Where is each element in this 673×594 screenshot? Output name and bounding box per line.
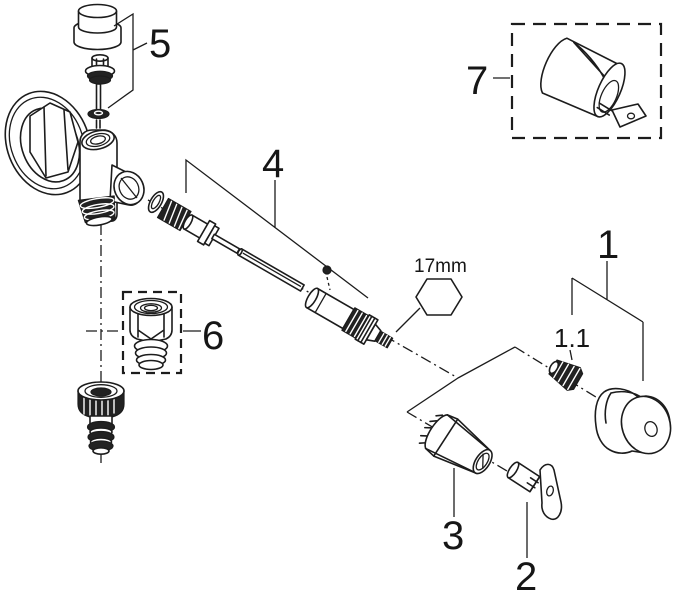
wrench-size-label: 17mm	[414, 256, 467, 277]
callout-1: 1	[571, 223, 644, 381]
callout-1-label: 1	[597, 223, 619, 267]
hose-union-connector-icon	[77, 381, 125, 455]
side-port	[113, 170, 145, 206]
coupling-adapter-icon: 6	[121, 290, 224, 375]
wrench-size-annotation: 17mm	[395, 256, 467, 333]
outlet-thread	[77, 195, 116, 227]
centerlines	[86, 199, 613, 482]
valve-body-icon	[4, 90, 145, 227]
callout-4: 4	[185, 142, 369, 299]
screw-cap-assembly-icon	[73, 3, 122, 129]
part-7-box	[510, 22, 663, 140]
callout-5-label: 5	[149, 22, 171, 66]
cone-cap-icon: 3	[418, 414, 493, 558]
headwork-cartridge-icon	[147, 190, 394, 349]
design-cover-icon: 7	[466, 22, 663, 140]
valve-stem	[182, 214, 241, 254]
spindle-rod	[236, 248, 305, 292]
callout-2-label: 2	[515, 555, 537, 594]
handle-adapter-icon: 1.1	[548, 323, 590, 391]
cartridge-body	[304, 287, 394, 349]
callout-1-1-label: 1.1	[554, 323, 590, 353]
socket-key-icon: 2	[506, 461, 563, 594]
callout-5: 5	[107, 12, 171, 109]
handle-knob-icon	[594, 387, 672, 455]
callout-3-label: 3	[442, 514, 464, 558]
part-6-box	[121, 290, 183, 375]
hexagon-icon	[415, 278, 463, 316]
callout-4-label: 4	[262, 142, 284, 186]
wall-nut	[29, 102, 79, 179]
top-port	[81, 129, 115, 151]
callout-7-label: 7	[466, 59, 488, 103]
callout-6-label: 6	[202, 314, 224, 358]
